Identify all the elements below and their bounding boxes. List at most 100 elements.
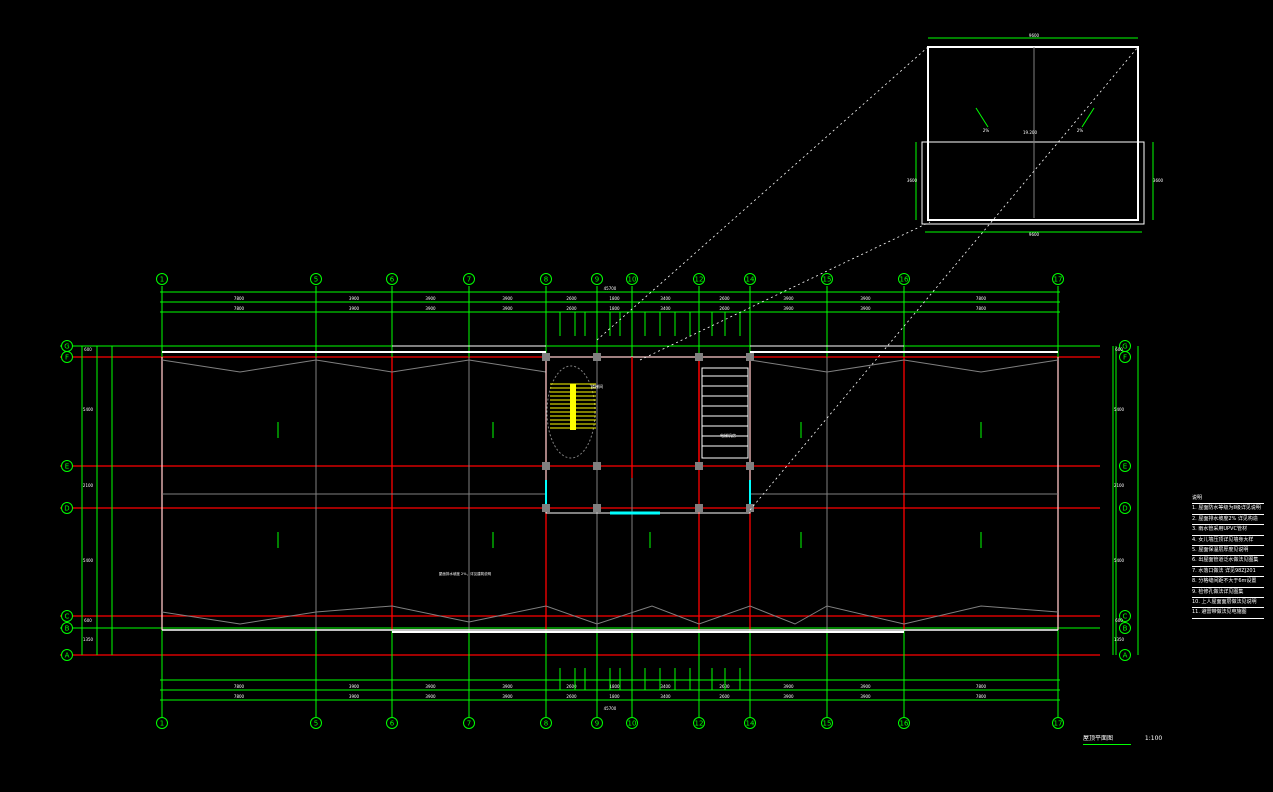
notes-heading: 说明 — [1192, 494, 1264, 505]
structural-column — [746, 353, 754, 361]
bottom-segment-dimension: 2600 — [566, 694, 577, 699]
bottom-segment-dimension: 3900 — [349, 684, 360, 689]
column-axis-bubble — [693, 273, 705, 285]
column-axis-label: 9 — [595, 276, 599, 284]
row-axis-label: F — [65, 354, 69, 362]
row-axis-label: E — [1123, 463, 1127, 471]
column-axis-bubble — [310, 717, 322, 729]
bottom-segment-dimension: 3900 — [783, 684, 794, 689]
column-axis-label: 12 — [695, 720, 704, 728]
row-axis-label: G — [64, 343, 69, 351]
design-notes: 说明 1. 屋面防水等级为Ⅱ级详见说明 2. 屋面排水坡度2% 详见构造 3. … — [1192, 494, 1264, 619]
column-axis-bubble — [821, 273, 833, 285]
note-item: 5. 屋面保温层厚度见说明 — [1192, 546, 1264, 557]
column-axis-label: 16 — [900, 276, 909, 284]
top-segment-dimension: 7800 — [234, 296, 245, 301]
top-segment-dimension: 1800 — [609, 296, 620, 301]
row-axis-bubble — [61, 460, 73, 472]
row-axis-bubble — [61, 649, 73, 661]
top-segment-dimension: 7800 — [976, 296, 987, 301]
row-axis-label: A — [65, 652, 70, 660]
bottom-segment-dimension: 3900 — [349, 694, 360, 699]
row-axis-label: G — [1122, 343, 1127, 351]
bottom-segment-dimension: 3900 — [783, 694, 794, 699]
top-segment-dimension: 2600 — [566, 306, 577, 311]
column-axis-bubble — [591, 717, 603, 729]
right-dimension-text: 2100 — [1114, 483, 1125, 488]
row-axis-bubble — [1119, 351, 1131, 363]
inset-top-dimension: 9600 — [1029, 33, 1040, 38]
row-axis-bubble — [61, 351, 73, 363]
column-axis-label: 5 — [314, 276, 318, 284]
column-axis-bubble — [540, 717, 552, 729]
bottom-segment-dimension: 3900 — [860, 684, 871, 689]
column-axis-bubble — [626, 273, 638, 285]
drawing-scale: 1:100 — [1144, 735, 1163, 742]
row-axis-label: E — [65, 463, 69, 471]
top-segment-dimension: 3900 — [860, 306, 871, 311]
column-axis-label: 17 — [1054, 276, 1063, 284]
column-axis-label: 1 — [160, 720, 164, 728]
top-segment-dimension: 3900 — [502, 296, 513, 301]
structural-column — [593, 504, 601, 512]
row-axis-bubble — [61, 622, 73, 634]
bottom-segment-dimension: 2600 — [719, 694, 730, 699]
row-axis-label: C — [1123, 613, 1128, 621]
detail-leader-line — [749, 46, 1139, 511]
column-axis-label: 15 — [823, 720, 832, 728]
row-axis-bubble — [1119, 460, 1131, 472]
left-dimension-text: 600 — [84, 347, 92, 352]
note-item: 8. 分格缝间距不大于6m设置 — [1192, 577, 1264, 588]
top-segment-dimension: 7800 — [234, 306, 245, 311]
inset-slope-arrow — [1081, 107, 1095, 128]
column-axis-bubble — [626, 717, 638, 729]
left-dimension-text: 5400 — [83, 558, 94, 563]
note-item: 6. 出屋面管道泛水做法见图集 — [1192, 556, 1264, 567]
stair-label: 楼梯间 — [591, 383, 603, 389]
structural-column — [746, 462, 754, 470]
structural-column — [695, 504, 703, 512]
column-axis-bubble — [310, 273, 322, 285]
column-axis-bubble — [463, 273, 475, 285]
bottom-segment-dimension: 7800 — [976, 694, 987, 699]
column-axis-label: 1 — [160, 276, 164, 284]
left-dimension-text: 2100 — [83, 483, 94, 488]
top-segment-dimension: 1800 — [609, 306, 620, 311]
inset-slope-left: 2% — [983, 128, 990, 133]
column-axis-label: 14 — [746, 720, 755, 728]
inset-elevation: 19.200 — [1023, 130, 1037, 135]
inset-parapet — [921, 141, 1145, 225]
structural-column — [746, 504, 754, 512]
column-axis-bubble — [463, 717, 475, 729]
column-axis-bubble — [898, 273, 910, 285]
left-dimension-text: 5400 — [83, 407, 94, 412]
inset-left-dimension: 3600 — [907, 178, 918, 183]
row-axis-bubble — [1119, 502, 1131, 514]
note-item: 10. 上人屋面面层做法见说明 — [1192, 598, 1264, 609]
right-dimension-text: 600 — [1115, 347, 1123, 352]
inset-slope-right: 2% — [1077, 128, 1084, 133]
bottom-segment-dimension: 1800 — [609, 684, 620, 689]
drainage-slope-line — [749, 359, 1059, 373]
column-axis-label: 5 — [314, 720, 318, 728]
top-segment-dimension: 3900 — [783, 306, 794, 311]
top-segment-dimension: 2600 — [566, 296, 577, 301]
note-item: 3. 雨水管采用UPVC管材 — [1192, 525, 1264, 536]
right-dimension-text: 5400 — [1114, 558, 1125, 563]
row-axis-label: D — [1122, 505, 1127, 513]
column-axis-label: 7 — [467, 276, 471, 284]
top-segment-dimension: 2600 — [719, 306, 730, 311]
roof-note: 屋面排水坡度 2%，详见建筑说明 — [439, 571, 492, 576]
column-axis-label: 8 — [544, 276, 548, 284]
bottom-segment-dimension: 7800 — [976, 684, 987, 689]
structural-column — [593, 353, 601, 361]
column-axis-bubble — [898, 717, 910, 729]
column-axis-bubble — [156, 717, 168, 729]
drainage-slope-line — [161, 359, 547, 373]
top-segment-dimension: 2600 — [719, 296, 730, 301]
column-axis-label: 6 — [390, 276, 395, 284]
column-axis-label: 7 — [467, 720, 471, 728]
detail-leader-line — [639, 221, 931, 361]
row-axis-label: F — [1123, 354, 1127, 362]
